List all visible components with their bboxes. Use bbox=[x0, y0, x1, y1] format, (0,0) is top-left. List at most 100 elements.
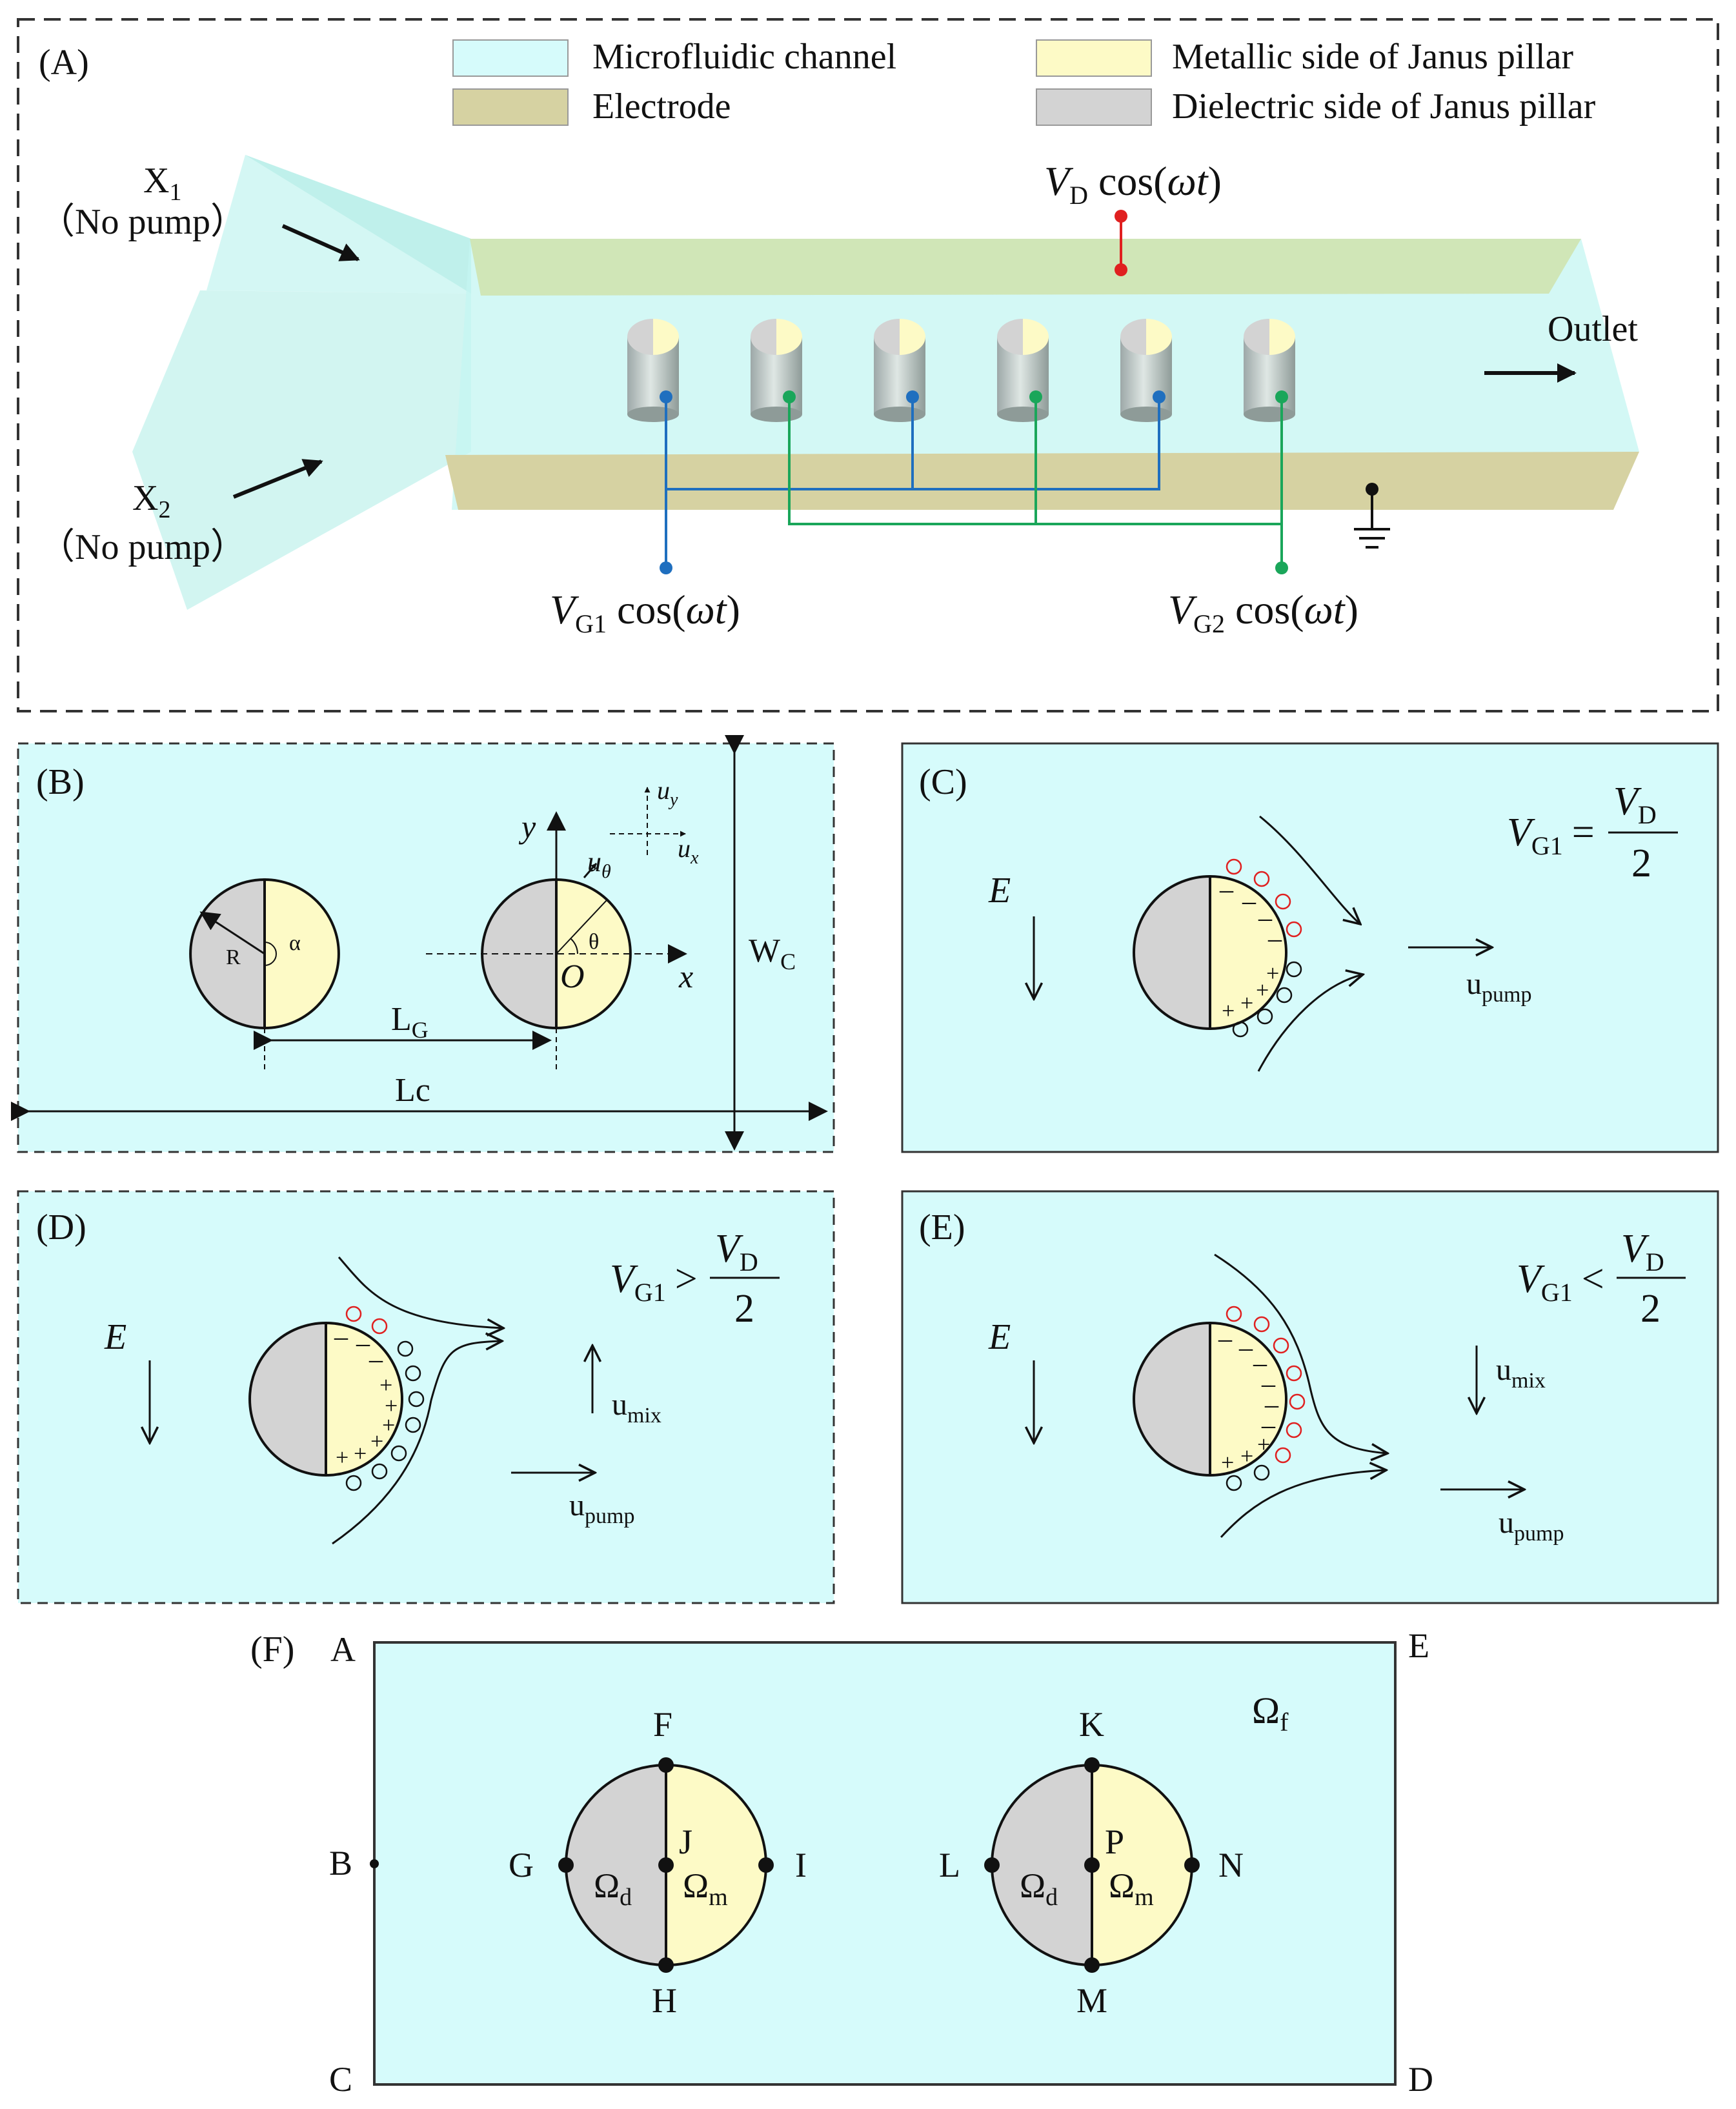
alpha-label: α bbox=[289, 931, 301, 955]
x2-label: X2 bbox=[132, 478, 170, 523]
svg-text:+: + bbox=[385, 1393, 398, 1418]
point-p-label: P bbox=[1105, 1822, 1124, 1861]
radius-arrow bbox=[199, 911, 265, 955]
point-i-label: I bbox=[795, 1846, 807, 1884]
wiring-vg1 bbox=[665, 397, 1160, 568]
svg-text:–: – bbox=[1253, 1349, 1267, 1378]
corner-a-label: A bbox=[330, 1630, 356, 1669]
panel-f-label: (F) bbox=[250, 1630, 294, 1670]
vd-label: VD cos(ωt) bbox=[1044, 158, 1222, 210]
janus-pillar bbox=[997, 319, 1049, 422]
uy-label: uy bbox=[657, 776, 678, 810]
svg-text:+: + bbox=[354, 1440, 367, 1466]
origin-label: O bbox=[560, 958, 585, 995]
gate-voltage-equation: VG1< bbox=[1517, 1257, 1604, 1307]
svg-text:–: – bbox=[1261, 1369, 1276, 1399]
legend-swatch-metallic bbox=[1036, 39, 1152, 77]
radius-label: R bbox=[226, 945, 241, 969]
outlet-label: Outlet bbox=[1548, 309, 1638, 349]
svg-text:+: + bbox=[1240, 1443, 1253, 1469]
equation-numerator: VD bbox=[1613, 780, 1657, 829]
flow-streamline bbox=[1214, 1253, 1388, 1453]
u-theta-label: uθ bbox=[587, 846, 611, 882]
charges: –––––– +++ bbox=[1218, 1306, 1306, 1491]
inlet-channel-x1 bbox=[207, 155, 471, 294]
gate-voltage-equation: VG1> bbox=[610, 1257, 698, 1307]
fluid-domain-label: Ωf bbox=[1252, 1690, 1289, 1737]
wc-label: WC bbox=[749, 933, 796, 974]
svg-text:+: + bbox=[1266, 960, 1279, 986]
gate-voltage-equation: VG1= bbox=[1507, 811, 1595, 860]
top-electrode bbox=[470, 239, 1581, 296]
field-label: E bbox=[988, 871, 1011, 911]
x2-note: （No pump） bbox=[39, 527, 247, 567]
svg-text:–: – bbox=[334, 1322, 348, 1352]
point-k-label: K bbox=[1079, 1705, 1104, 1744]
dielectric-domain-label: Ωd bbox=[594, 1866, 632, 1911]
pump-velocity-label: upump bbox=[1466, 967, 1531, 1007]
flow-streamline bbox=[1259, 815, 1360, 924]
svg-text:+: + bbox=[336, 1444, 348, 1470]
point-n-label: N bbox=[1218, 1846, 1244, 1884]
svg-text:–: – bbox=[1242, 887, 1257, 916]
equation-numerator: VD bbox=[1621, 1227, 1664, 1276]
lg-label: LG bbox=[391, 1001, 429, 1043]
svg-text:+: + bbox=[1257, 1431, 1270, 1457]
metallic-domain-label: Ωm bbox=[683, 1866, 728, 1911]
janus-pillar bbox=[874, 319, 925, 422]
svg-text:–: – bbox=[1261, 1411, 1276, 1440]
legend-electrode-label: Electrode bbox=[592, 86, 731, 126]
svg-text:–: – bbox=[356, 1329, 370, 1358]
svg-text:–: – bbox=[1267, 924, 1282, 954]
point-f-label: F bbox=[653, 1705, 672, 1744]
pump-velocity-label: upump bbox=[569, 1488, 634, 1528]
x1-inflow-arrow bbox=[281, 224, 360, 261]
svg-text:–: – bbox=[1264, 1390, 1279, 1420]
theta-label: θ bbox=[589, 930, 599, 954]
panel-e: (E) E umix upump –––––– +++ VG1< VD bbox=[901, 1190, 1719, 1604]
svg-text:–: – bbox=[1238, 1333, 1253, 1363]
u-theta-arrow bbox=[583, 863, 598, 878]
corner-d-label: D bbox=[1408, 2060, 1433, 2099]
point-g-label: G bbox=[509, 1846, 534, 1884]
svg-text:–: – bbox=[1219, 875, 1234, 905]
inlet-channel-x2 bbox=[132, 290, 471, 610]
svg-text:+: + bbox=[379, 1372, 392, 1398]
pump-velocity-label: upump bbox=[1499, 1506, 1564, 1546]
flow-streamline bbox=[1220, 1470, 1386, 1539]
svg-text:–: – bbox=[1218, 1324, 1233, 1354]
x1-label: X1 bbox=[143, 161, 181, 206]
charges: ––– ++++++ bbox=[334, 1306, 425, 1491]
field-label: E bbox=[104, 1317, 126, 1357]
janus-pillar bbox=[1244, 319, 1295, 422]
metallic-half bbox=[325, 1321, 403, 1477]
svg-text:+: + bbox=[1221, 1449, 1234, 1475]
panel-e-label: (E) bbox=[919, 1207, 965, 1247]
legend-dielectric-label: Dielectric side of Janus pillar bbox=[1172, 86, 1596, 126]
panel-b-label: (B) bbox=[36, 762, 85, 802]
y-axis-label: y bbox=[518, 809, 536, 845]
ux-label: ux bbox=[678, 834, 699, 868]
panel-b: (B) R α θ uθ y x O uy ux LG Lc WC bbox=[11, 735, 835, 1153]
point-j-label: J bbox=[679, 1822, 692, 1861]
panel-c-label: (C) bbox=[919, 762, 967, 802]
corner-e-label: E bbox=[1408, 1626, 1429, 1665]
svg-text:+: + bbox=[370, 1428, 383, 1454]
x2-inflow-arrow bbox=[232, 459, 323, 499]
legend-swatch-electrode bbox=[452, 88, 569, 126]
mix-velocity-label: umix bbox=[612, 1388, 661, 1428]
svg-text:+: + bbox=[382, 1412, 395, 1438]
janus-pillar bbox=[1120, 319, 1172, 422]
wiring-vd bbox=[1115, 210, 1127, 276]
janus-pillars bbox=[627, 319, 1295, 422]
panel-f: (F) A B C D E Ωf F G H I J Ωd Ωm K L M N… bbox=[250, 1626, 1433, 2099]
point-h-label: H bbox=[652, 1981, 677, 2020]
equation-denominator: 2 bbox=[1640, 1287, 1660, 1331]
panel-a-label: (A) bbox=[39, 43, 89, 83]
vg2-label: VG2 cos(ωt) bbox=[1168, 587, 1358, 638]
flow-streamline bbox=[338, 1256, 503, 1328]
corner-b-label: B bbox=[329, 1844, 352, 1882]
metallic-half bbox=[1209, 1321, 1287, 1477]
legend: Microfluidic channel Electrode Metallic … bbox=[452, 37, 1596, 126]
flow-streamline bbox=[1257, 974, 1363, 1072]
